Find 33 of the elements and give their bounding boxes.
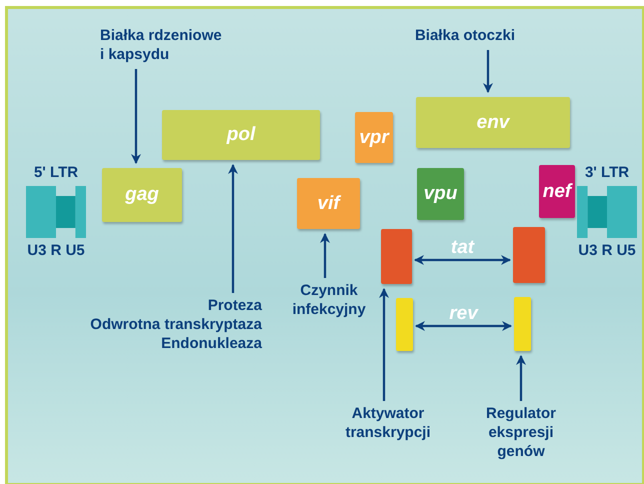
exon-box: [513, 227, 545, 283]
exon-box: [396, 298, 413, 351]
arrow: [131, 69, 141, 164]
annotation-text: Endonukleaza: [160, 334, 262, 353]
arrow: [414, 255, 511, 265]
arrow: [320, 233, 330, 278]
annotation-text: Białka rdzeniowe i kapsydu: [100, 26, 228, 64]
arrow: [483, 50, 493, 93]
gene-box: gag: [102, 168, 182, 222]
gene-box: vpr: [355, 112, 393, 163]
annotation-text: Odwrotna transkryptaza: [89, 315, 262, 334]
gene-box: vpu: [417, 168, 464, 220]
gene-box: nef: [539, 165, 575, 218]
annotation-text: Regulator ekspresji genów: [478, 404, 564, 461]
gene-box: vif: [297, 178, 360, 229]
region-label: U3 R U5: [27, 242, 85, 260]
exon-box: [514, 297, 531, 351]
exon-box: [381, 229, 412, 284]
gene-box: env: [416, 97, 570, 148]
arrow: [516, 355, 526, 401]
arrow: [415, 321, 512, 331]
gene-box: pol: [162, 110, 320, 160]
annotation-text: Aktywator transkrypcji: [338, 404, 438, 442]
annotation-text: Białka otoczki: [400, 26, 530, 45]
ltr-label: 5' LTR: [34, 164, 78, 182]
ltr-label: 3' LTR: [584, 164, 630, 182]
annotation-text: Czynnik infekcyjny: [284, 281, 374, 319]
edge-label: rev: [448, 304, 480, 324]
region-label: U3 R U5: [578, 242, 636, 260]
arrow: [379, 288, 389, 401]
arrow: [228, 164, 238, 293]
annotation-text: Proteza: [206, 296, 262, 315]
edge-label: tat: [450, 238, 476, 258]
